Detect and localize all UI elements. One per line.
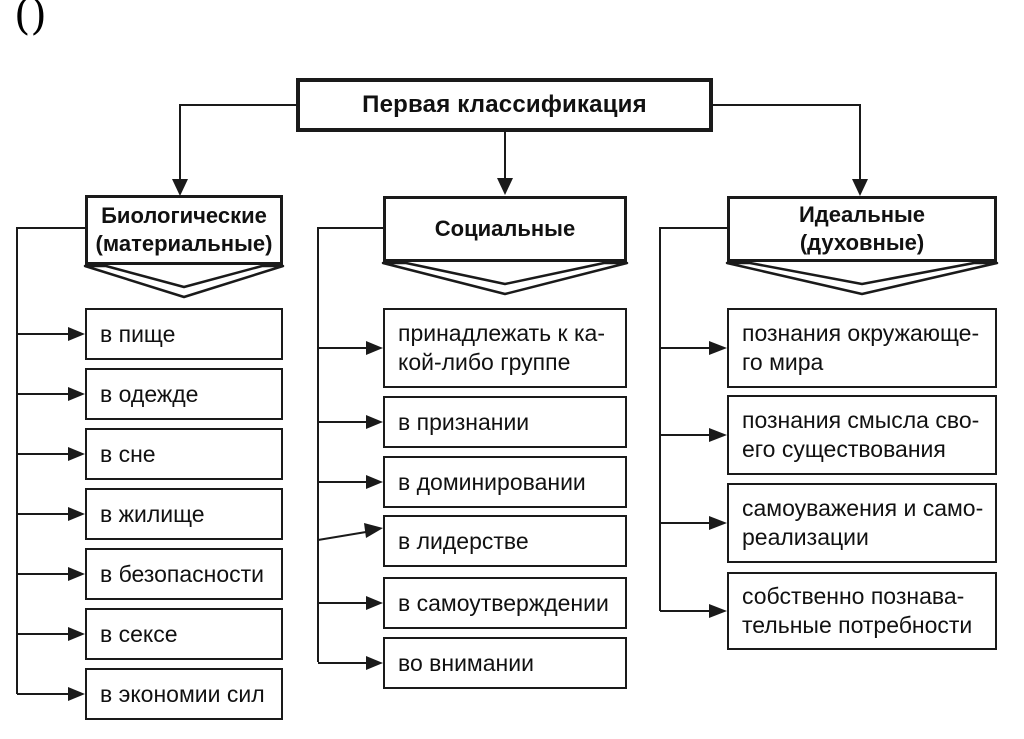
item-box: принадлежать к ка- кой-либо группе	[383, 308, 627, 388]
right-feeder-rail	[659, 227, 727, 612]
item-box: в доминировании	[383, 456, 627, 508]
category-box-ideal: Идеальные (духовные)	[727, 196, 997, 262]
item-box: в пище	[85, 308, 283, 360]
arrow-right-icon	[366, 415, 383, 429]
item-box: в одежде	[85, 368, 283, 420]
arrow-right-icon	[68, 447, 85, 461]
arrow-right-icon	[68, 387, 85, 401]
arrow-right-icon	[709, 604, 727, 618]
arrow-right-icon	[68, 507, 85, 521]
chevron-down-icon	[83, 264, 285, 299]
top-arrowheads	[172, 178, 868, 196]
item-box: познания окружающе- го мира	[727, 308, 997, 388]
arrow-right-icon	[68, 327, 85, 341]
middle-feeder-rail	[317, 227, 383, 664]
arrow-right-icon	[709, 428, 727, 442]
chevron-down-icon	[381, 261, 629, 296]
item-box: познания смысла сво- его существования	[727, 395, 997, 475]
item-box: в сне	[85, 428, 283, 480]
arrow-down-icon	[172, 179, 188, 196]
chevron-bands	[83, 261, 999, 299]
item-box: во внимании	[383, 637, 627, 689]
left-feeder-rail	[16, 227, 85, 695]
arrow-right-icon	[709, 516, 727, 530]
item-box: в экономии сил	[85, 668, 283, 720]
root-box: Первая классификация	[296, 78, 713, 132]
item-box: в безопасности	[85, 548, 283, 600]
right-feeder-arrowheads	[709, 341, 727, 618]
arrow-right-icon	[366, 656, 383, 670]
chevron-down-icon	[725, 261, 999, 296]
arrow-right-icon	[366, 475, 383, 489]
arrow-right-icon	[68, 567, 85, 581]
left-feeder-arrowheads	[68, 327, 85, 701]
arrow-right-icon	[68, 627, 85, 641]
arrow-right-icon	[709, 341, 727, 355]
item-box: самоуважения и само- реализации	[727, 483, 997, 563]
middle-feeder-arrowheads	[364, 341, 383, 670]
item-box: собственно познава- тельные потребности	[727, 572, 997, 650]
item-box: в сексе	[85, 608, 283, 660]
category-box-social: Социальные	[383, 196, 627, 262]
item-box: в признании	[383, 396, 627, 448]
arrow-down-icon	[497, 178, 513, 195]
category-box-biological: Биологические (материальные)	[85, 195, 283, 265]
item-box: в самоутверждении	[383, 577, 627, 629]
arrow-down-icon	[852, 179, 868, 196]
arrow-right-icon	[366, 596, 383, 610]
arrow-right-icon	[364, 523, 383, 538]
corner-mark: ()	[14, 0, 47, 39]
arrow-right-icon	[366, 341, 383, 355]
item-box: в лидерстве	[383, 515, 627, 567]
arrow-right-icon	[68, 687, 85, 701]
item-box: в жилище	[85, 488, 283, 540]
